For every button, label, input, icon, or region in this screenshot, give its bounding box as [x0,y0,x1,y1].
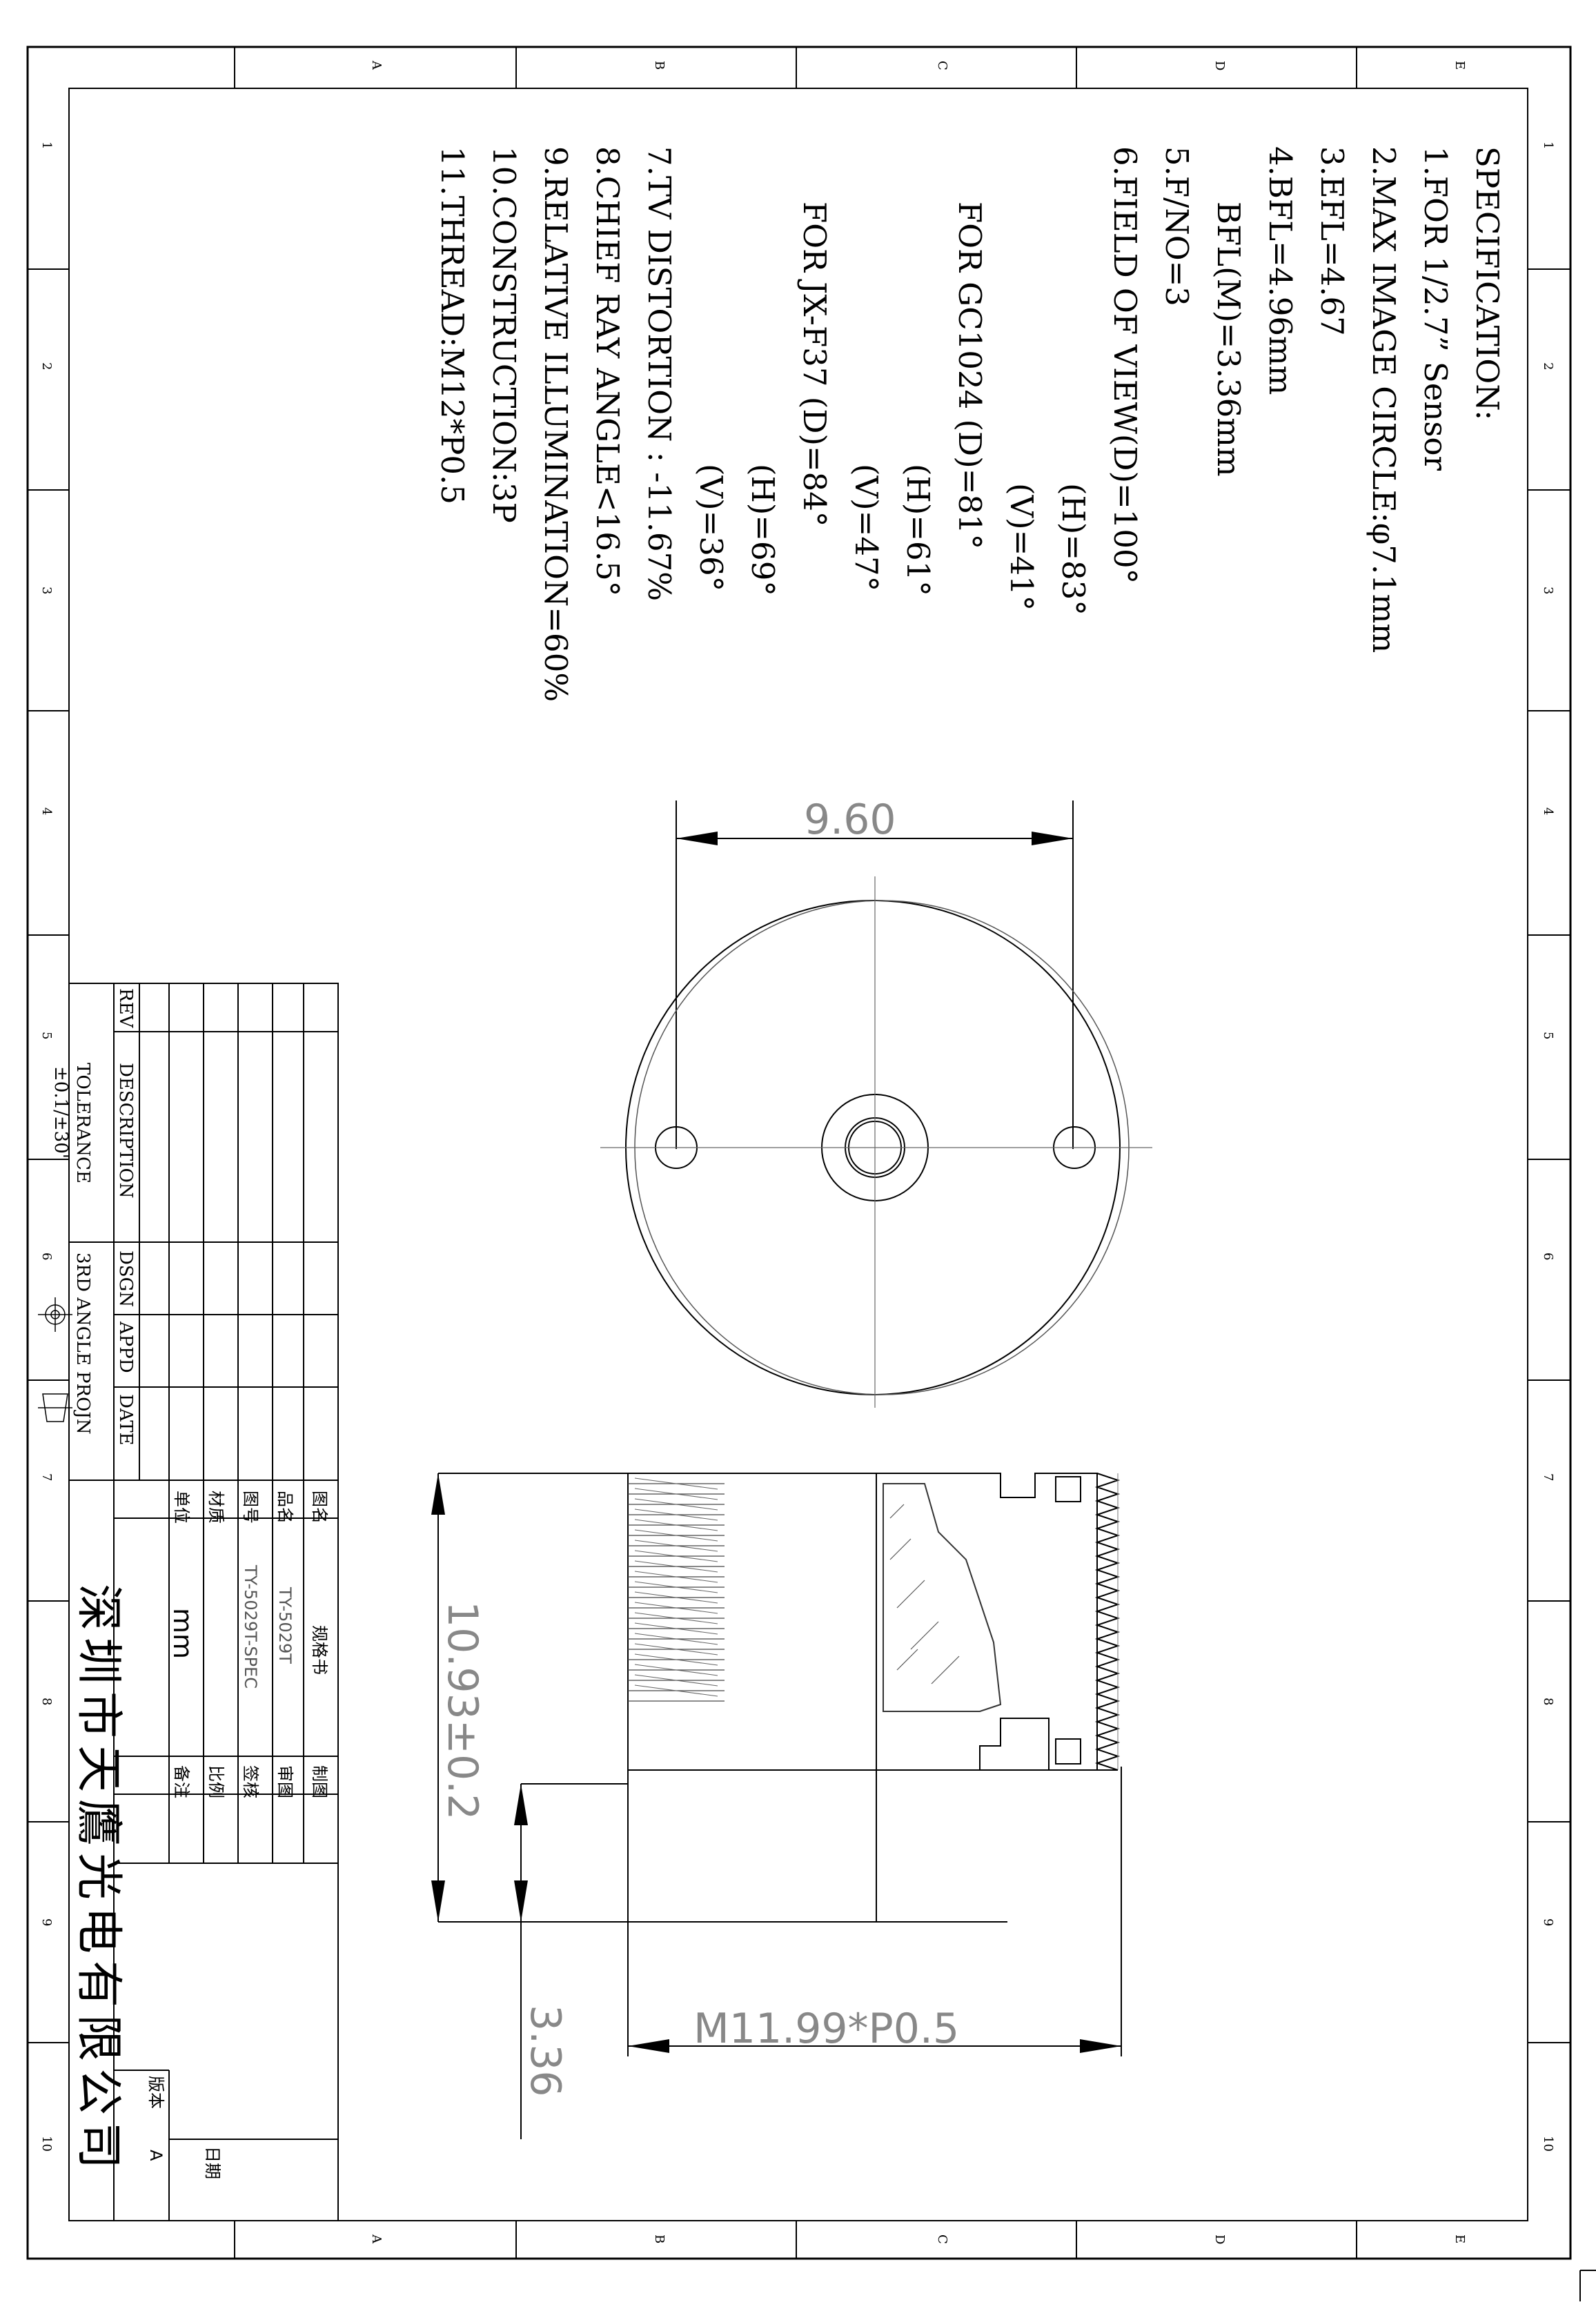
zone-row-1-left: 1 [39,141,54,149]
zone-col-e-bottom: E [1452,2234,1467,2243]
spec-line-5: 5.F/NO=3 [1159,146,1195,306]
dimension-9-60 [676,800,1074,1149]
zone-col-c-bottom: C [935,2234,949,2244]
zone-col-d-bottom: D [1212,2234,1227,2244]
spec-line-1: 1.FOR 1/2.7” Sensor [1417,146,1454,471]
lens-side-view [627,1473,1121,1923]
rev-header-rev: REV [115,988,136,1029]
title-product-value: TY-5029T [275,1586,295,1664]
spec-line-jxf37: FOR JX-F37 (D)=84° [796,202,833,527]
rev-header-dsgn: DSGN [115,1250,136,1307]
spec-line-6-h: (H)=83° [1055,483,1092,616]
title-drawing-name-label: 图名 [310,1491,329,1524]
zone-row-6-left: 6 [39,1252,54,1260]
zone-col-d-top: D [1212,61,1227,70]
spec-line-2: 2.MAX IMAGE CIRCLE:φ7.1mm [1366,146,1402,653]
zone-row-5-left: 5 [39,1032,54,1039]
title-drawing-no-value: TY-5029T-SPEC [241,1564,260,1689]
dimension-thread-label: M11.99*P0.5 [693,2005,959,2053]
lens-top-view [600,876,1152,1408]
title-material-label: 材质 [206,1491,226,1524]
spec-line-10: 10.CONSTRUCTION:3P [486,146,522,523]
title-drawing-name-value: 规格书 [310,1625,329,1675]
dimension-thread [627,1767,1122,2056]
title-drawn-label: 制图 [310,1765,329,1798]
zone-row-5-right: 5 [1541,1032,1555,1039]
dimension-bfl [514,1783,628,2139]
spec-line-11: 11.THREAD:M12*P0.5 [434,146,471,504]
spec-line-8: 8.CHIEF RAY ANGLE<16.5° [589,146,626,596]
zone-col-b-bottom: B [652,2234,667,2243]
dimension-height [431,1473,1007,1923]
zone-col-c-top: C [935,61,949,70]
spec-block: SPECIFICATION: 1.FOR 1/2.7” Sensor 2.MAX… [434,146,1506,702]
title-block [68,1480,339,2221]
title-unit-label: 单位 [172,1491,191,1524]
title-version-label: 版本 [146,2076,166,2109]
tolerance-label: TOLERANCE [72,1063,93,1183]
zone-row-7-right: 7 [1541,1473,1555,1481]
projection-label: 3RD ANGLE PROJN [72,1252,93,1435]
title-scale-label: 比例 [206,1765,226,1798]
zone-col-e-top: E [1452,61,1467,70]
zone-row-6-right: 6 [1541,1252,1555,1260]
projection-symbol-icon [38,1297,72,1422]
outer-border [26,46,1572,2260]
tolerance-value: ±0.1/±30' [50,1066,71,1159]
title-unit-value: mm [168,1608,198,1659]
zone-row-10-right: 10 [1541,2136,1555,2152]
zone-col-a-bottom: A [369,2234,384,2244]
zone-row-8-right: 8 [1541,1698,1555,1705]
title-product-label: 品名 [275,1491,295,1524]
dimension-bfl-label: 3.36 [521,2005,569,2097]
spec-line-jxf37-h: (H)=69° [745,464,781,596]
zone-row-10-left: 10 [39,2136,54,2152]
zone-row-7-left: 7 [39,1473,54,1481]
zone-row-9-left: 9 [39,1918,54,1926]
spec-line-4b: BFL(M)=3.36mm [1210,202,1247,477]
revision-block [68,983,339,1481]
zone-dividers [28,47,1570,2259]
spec-line-6-v: (V)=41° [1003,483,1040,611]
dimension-9-60-label: 9.60 [804,796,896,844]
zone-row-4-left: 4 [39,807,54,815]
spec-line-9: 9.RELATIVE ILLUMINATION=60% [538,146,574,702]
spec-title: SPECIFICATION: [1469,146,1506,420]
title-company: 深圳市天鷹光电有限公司 [71,1584,126,2176]
zone-row-2-left: 2 [39,362,54,370]
spec-line-gc1024: FOR GC1024 (D)=81° [952,202,988,549]
zone-row-1-right: 1 [1541,141,1555,149]
spec-line-4: 4.BFL=4.96mm [1262,146,1299,395]
spec-line-6: 6.FIELD OF VIEW(D)=100° [1107,146,1143,584]
rev-header-description: DESCRIPTION [115,1063,136,1199]
title-review-label: 审图 [275,1765,295,1798]
zone-row-8-left: 8 [39,1698,54,1705]
zone-row-9-right: 9 [1541,1918,1555,1926]
title-remark-label: 备注 [172,1765,191,1798]
zone-row-3-left: 3 [39,587,54,594]
spec-line-gc1024-h: (H)=61° [900,464,936,596]
zone-row-3-right: 3 [1541,587,1555,594]
zone-col-b-top: B [652,61,667,70]
zone-row-2-right: 2 [1541,362,1555,370]
spec-line-3: 3.EFL=4.67 [1314,146,1350,336]
title-date-label: 日期 [203,2146,222,2179]
spec-line-gc1024-v: (V)=47° [848,464,885,591]
spec-line-jxf37-v: (V)=36° [693,464,729,591]
dimension-height-label: 10.93±0.2 [438,1601,486,1820]
title-approve-label: 签核 [241,1765,260,1798]
title-drawing-no-label: 图号 [241,1491,260,1524]
title-version-value: A [146,2150,166,2161]
zone-row-4-right: 4 [1541,807,1555,815]
spec-line-7: 7.TV DISTORTION : -11.67% [641,146,678,601]
rev-header-appd: APPD [115,1321,136,1373]
rev-header-date: DATE [115,1394,136,1446]
zone-col-a-top: A [369,60,384,70]
corner-mark [1579,2270,1596,2301]
